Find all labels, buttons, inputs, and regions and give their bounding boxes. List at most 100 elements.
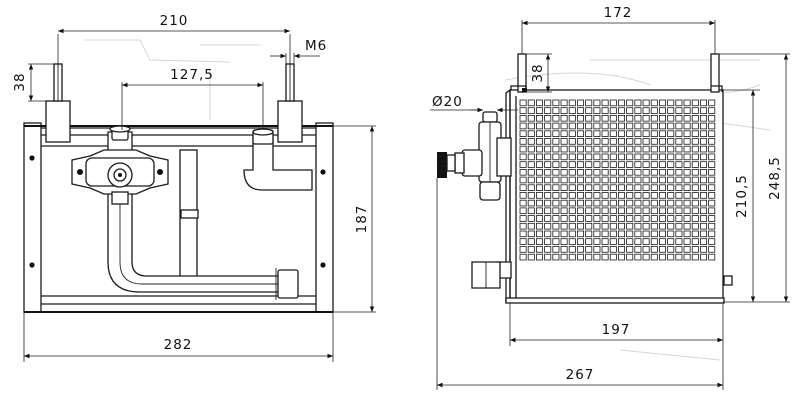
grille-cell [552,199,560,207]
grille-cell [527,207,535,215]
grille-cell [683,230,691,238]
grille [519,99,716,261]
grille-cell [519,168,527,176]
grille-cell [527,176,535,184]
grille-cell [708,130,716,137]
grille-cell [536,246,544,253]
grille-cell [519,253,527,261]
grille-cell [634,207,642,215]
grille-cell [544,168,552,176]
grille-cell [708,107,716,114]
grille-cell [650,199,658,207]
grille-cell [691,215,699,222]
grille-cell [544,107,552,114]
grille-cell [667,192,675,199]
grille-cell [519,222,527,230]
grille-cell [659,215,667,222]
grille-cell [650,238,658,245]
grille-cell [626,153,634,161]
dim-210-5: 210,5 [734,174,750,218]
grille-cell [568,246,576,253]
grille-cell [683,199,691,207]
grille-cell [634,222,642,230]
front-dimensions: 210 M6 127,5 38 187 282 [12,13,376,362]
grille-cell [560,168,568,176]
grille-cell [708,207,716,215]
grille-cell [593,161,601,168]
grille-cell [601,145,609,153]
grille-cell [634,215,642,222]
grille-cell [683,238,691,245]
grille-cell [675,192,683,199]
grille-cell [700,138,708,145]
grille-cell [601,238,609,245]
grille-cell [700,215,708,222]
grille-cell [585,199,593,207]
grille-cell [650,138,658,145]
grille-cell [650,222,658,230]
grille-cell [519,161,527,168]
grille-cell [601,253,609,261]
grille-cell [577,184,585,191]
grille-cell [577,215,585,222]
grille-cell [544,253,552,261]
grille-cell [634,99,642,107]
grille-cell [544,153,552,161]
grille-cell [585,138,593,145]
grille-cell [618,192,626,199]
grille-cell [650,99,658,107]
grille-cell [527,107,535,114]
grille-cell [544,176,552,184]
grille-cell [675,168,683,176]
grille-cell [609,238,617,245]
grille-cell [691,199,699,207]
grille-cell [708,145,716,153]
grille-cell [577,168,585,176]
grille-cell [626,122,634,130]
grille-cell [568,99,576,107]
grille-cell [691,192,699,199]
grille-cell [609,246,617,253]
grille-cell [560,246,568,253]
grille-cell [708,246,716,253]
grille-cell [601,168,609,176]
grille-cell [552,115,560,122]
grille-cell [659,176,667,184]
grille-cell [691,230,699,238]
grille-cell [560,122,568,130]
grille-cell [577,192,585,199]
grille-cell [593,215,601,222]
grille-cell [527,115,535,122]
grille-cell [667,199,675,207]
grille-cell [560,130,568,137]
grille-cell [560,207,568,215]
grille-cell [618,238,626,245]
grille-cell [585,122,593,130]
grille-cell [552,192,560,199]
grille-cell [659,99,667,107]
grille-cell [675,253,683,261]
grille-cell [544,138,552,145]
grille-cell [536,192,544,199]
grille-cell [675,222,683,230]
grille-cell [691,130,699,137]
grille-cell [626,230,634,238]
grille-cell [544,115,552,122]
grille-cell [667,107,675,114]
grille-cell [552,161,560,168]
grille-cell [650,253,658,261]
grille-cell [642,161,650,168]
grille-cell [560,230,568,238]
grille-cell [519,246,527,253]
grille-cell [675,230,683,238]
grille-cell [568,192,576,199]
grille-cell [544,222,552,230]
grille-cell [667,145,675,153]
grille-cell [675,161,683,168]
grille-cell [618,207,626,215]
grille-cell [593,145,601,153]
grille-cell [577,99,585,107]
grille-cell [667,161,675,168]
grille-cell [618,130,626,137]
grille-cell [700,253,708,261]
